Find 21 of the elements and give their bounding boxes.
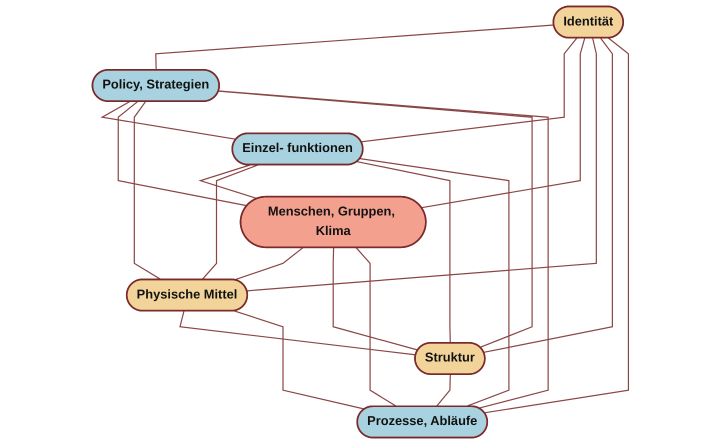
connector [435, 374, 450, 408]
connector [484, 38, 629, 414]
connector [355, 247, 397, 408]
connector [234, 247, 303, 281]
connector [356, 161, 450, 344]
connector [201, 164, 258, 280]
connector [360, 38, 577, 142]
connector [178, 310, 416, 356]
connector [154, 24, 554, 70]
connector [483, 38, 613, 353]
connector [332, 248, 418, 351]
connector [117, 101, 247, 206]
connector [133, 101, 162, 280]
connector [246, 38, 596, 292]
connector [198, 164, 258, 200]
connector [234, 310, 365, 410]
connector [420, 38, 585, 208]
connector [218, 90, 548, 409]
connector [360, 158, 510, 408]
connector [100, 101, 236, 140]
connector [218, 90, 532, 348]
